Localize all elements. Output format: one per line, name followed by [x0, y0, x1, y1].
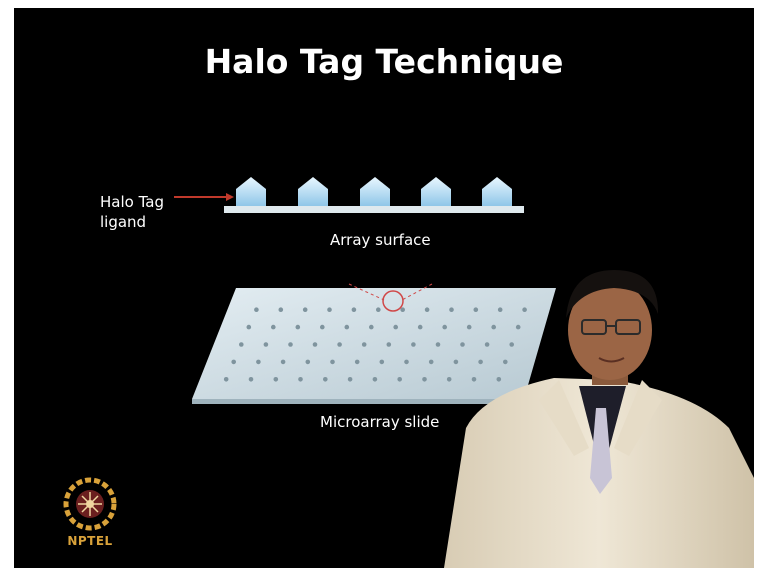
microarray-spot: [347, 377, 353, 382]
microarray-spot: [473, 307, 479, 313]
microarray-spot: [386, 342, 392, 347]
microarray-slide-edge: [192, 399, 524, 404]
ligand-label-line2: ligand: [100, 213, 147, 231]
nptel-logo-icon: [63, 477, 117, 531]
microarray-spot: [435, 342, 441, 347]
microarray-spot: [263, 342, 269, 347]
microarray-spot: [298, 377, 303, 382]
microarray-spot: [288, 342, 293, 347]
microarray-spot: [369, 324, 374, 330]
microarray-spot: [466, 324, 472, 330]
microarray-spot: [327, 307, 332, 313]
microarray-spot: [509, 342, 514, 347]
microarray-spot: [424, 307, 430, 313]
microarray-spot: [239, 342, 244, 347]
microarray-spot: [302, 307, 308, 313]
microarray-spot: [422, 377, 427, 382]
zoom-line-left: [348, 283, 385, 301]
lecture-slide: Halo Tag Technique: [14, 8, 754, 568]
array-surface: [224, 206, 524, 213]
microarray-spot: [223, 377, 229, 382]
microarray-spot: [271, 324, 276, 330]
presenter-image: [444, 270, 754, 568]
microarray-spot: [497, 307, 503, 313]
microarray-slide: [192, 288, 556, 399]
nptel-logo: NPTEL: [58, 476, 122, 556]
microarray-spot: [376, 307, 381, 313]
microarray-spot: [442, 324, 448, 330]
halo-tag-ligand-label: Halo Tag ligand: [100, 192, 164, 232]
microarray-spot: [323, 377, 328, 382]
halo-tag-ligand-icon: [236, 177, 512, 206]
microarray-spots: [223, 307, 527, 382]
microarray-spot: [256, 359, 261, 365]
microarray-spot: [273, 377, 279, 382]
microarray-spot: [351, 307, 357, 313]
microarray-spot: [231, 359, 236, 365]
microarray-spot: [305, 359, 311, 365]
microarray-spot: [361, 342, 367, 347]
slide-graphics: [174, 177, 754, 568]
microarray-spot: [372, 377, 378, 382]
microarray-spot: [491, 324, 497, 330]
microarray-spot: [278, 307, 284, 313]
microarray-spot: [446, 377, 452, 382]
microarray-spot: [280, 359, 286, 365]
microarray-spot: [248, 377, 254, 382]
microarray-spot: [404, 359, 409, 365]
microarray-spot: [496, 377, 502, 382]
microarray-spot: [330, 359, 335, 365]
microarray-spot: [522, 307, 527, 313]
array-surface-label: Array surface: [330, 231, 431, 249]
nptel-logo-text: NPTEL: [67, 534, 113, 548]
microarray-spot: [471, 377, 477, 382]
microarray-spot: [484, 342, 490, 347]
ligand-arrow-head: [226, 193, 234, 201]
microarray-spot: [428, 359, 434, 365]
microarray-spot: [312, 342, 318, 347]
microarray-spot: [460, 342, 465, 347]
ligand-label-line1: Halo Tag: [100, 193, 164, 211]
microarray-spot: [449, 307, 454, 313]
microarray-spot: [295, 324, 301, 330]
microarray-spot: [379, 359, 385, 365]
microarray-spot: [453, 359, 459, 365]
microarray-spot: [344, 324, 350, 330]
highlighted-spot: [382, 290, 404, 312]
microarray-spot: [503, 359, 508, 365]
microarray-spot: [337, 342, 342, 347]
microarray-spot: [354, 359, 360, 365]
microarray-spot: [411, 342, 416, 347]
microarray-spot: [515, 324, 521, 330]
microarray-spot: [246, 324, 252, 330]
microarray-spot: [417, 324, 423, 330]
microarray-spot: [400, 307, 406, 313]
microarray-spot: [254, 307, 259, 313]
microarray-spot: [393, 324, 399, 330]
microarray-spot: [397, 377, 403, 382]
microarray-spot: [320, 324, 325, 330]
microarray-slide-label: Microarray slide: [320, 413, 440, 431]
microarray-spot: [478, 359, 483, 365]
slide-title: Halo Tag Technique: [204, 42, 564, 81]
